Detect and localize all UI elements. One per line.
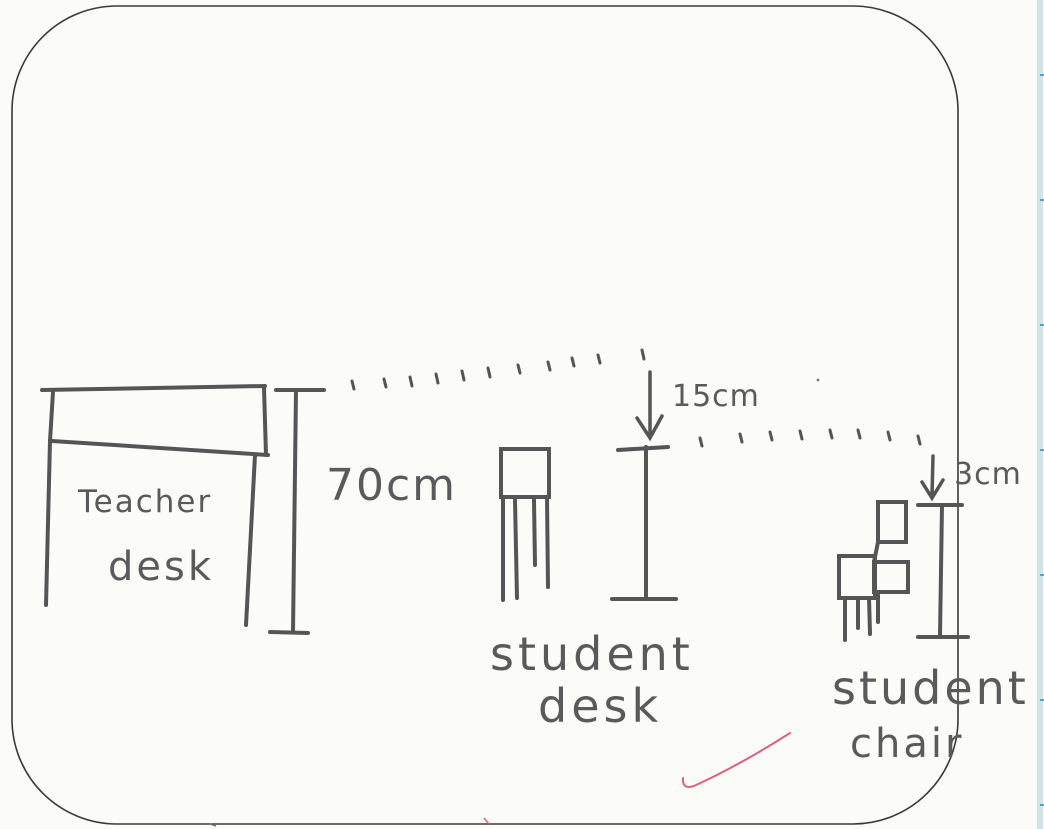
student-desk-label-line2: desk bbox=[538, 679, 662, 733]
student-chair-height-bar bbox=[918, 505, 968, 637]
student-desk-label-line1: student bbox=[490, 627, 694, 681]
dotted-line-chair-level bbox=[700, 430, 920, 446]
student-chair-label-line1: student bbox=[832, 661, 1029, 715]
student-desk-height-bar bbox=[612, 447, 676, 599]
teacher-desk-label-line2: desk bbox=[108, 544, 214, 590]
teacher-desk-label-line1: Teacher bbox=[77, 484, 212, 520]
desk-difference-label: 15cm bbox=[672, 379, 760, 414]
dotted-line-desk-level bbox=[352, 350, 644, 389]
notebook-margin bbox=[1040, 0, 1044, 829]
student-chair-label-line2: chair bbox=[850, 721, 964, 767]
stray-mark bbox=[484, 818, 489, 824]
check-mark bbox=[683, 733, 790, 787]
rounded-frame bbox=[12, 6, 958, 824]
teacher-desk-height-bracket bbox=[270, 390, 324, 633]
chair-difference-arrow bbox=[922, 456, 943, 498]
desk-difference-arrow bbox=[637, 372, 662, 438]
teacher-desk-height-label: 70cm bbox=[326, 460, 457, 511]
student-desk-drawing bbox=[501, 449, 549, 600]
chair-difference-label: 3cm bbox=[954, 457, 1022, 492]
pencil-dot bbox=[817, 379, 820, 382]
student-chair-drawing bbox=[839, 502, 908, 640]
